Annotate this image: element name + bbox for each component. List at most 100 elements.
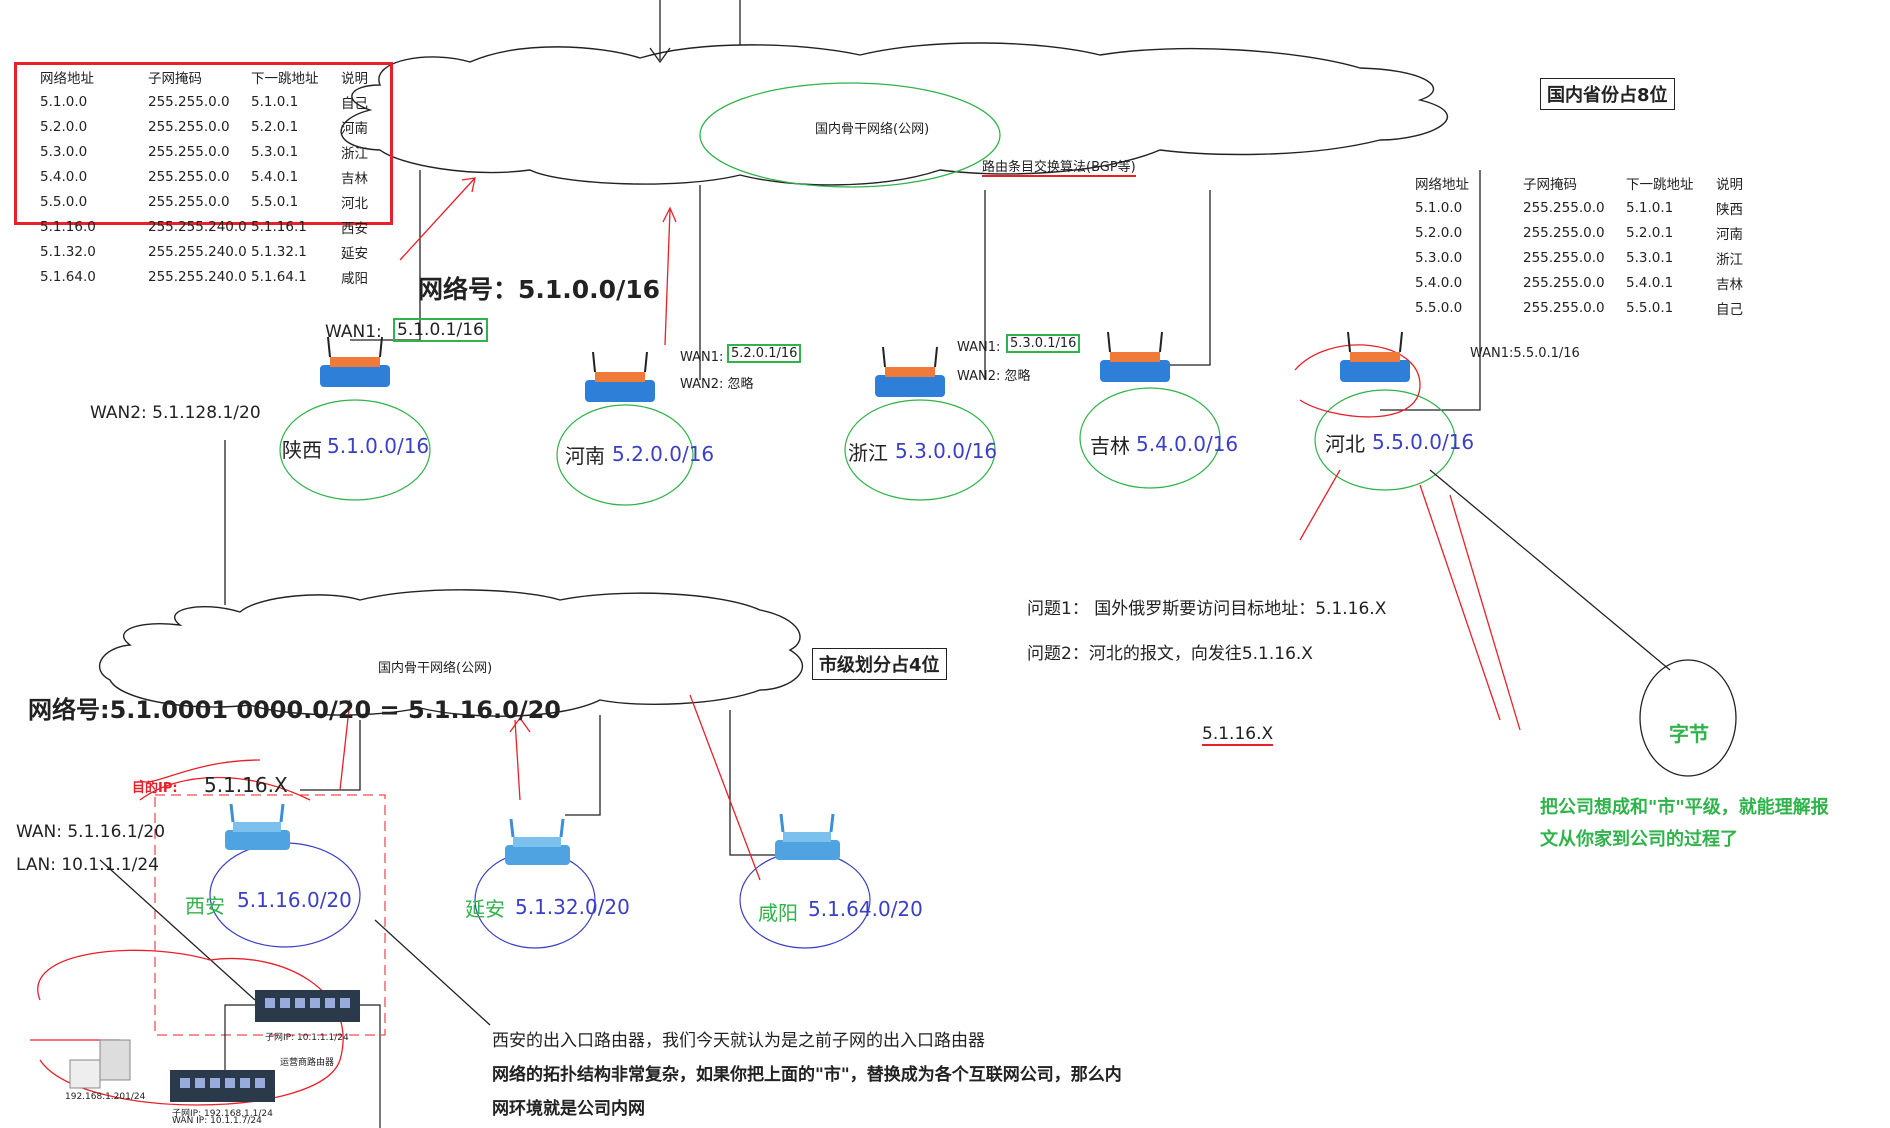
bottom-cloud [98,589,804,717]
table-cell: 5.1.32.1 [251,243,307,260]
table-cell: 5.3.0.0 [40,143,88,160]
question-address: 5.1.16.X [1202,724,1274,746]
jilin-net: 5.4.0.0/16 [1136,432,1239,456]
zhejiang-net: 5.3.0.0/16 [895,439,998,463]
table-cell: 吉林 [1716,276,1743,293]
table-cell: 255.255.0.0 [1523,299,1605,316]
byte-circle [1639,659,1737,777]
bgp-label: 路由条目交换算法(BGP等) [982,156,1136,177]
hebei-name: 河北 [1325,432,1365,456]
top-arrow [649,0,671,64]
table-cell: 5.1.0.0 [1415,199,1463,216]
col-header: 说明 [1716,176,1743,193]
table-cell: 5.5.0.0 [40,193,88,210]
table-cell: 255.255.0.0 [148,143,230,160]
pc-label: 192.168.1.201/24 [65,1092,146,1102]
uplinks [224,170,1481,605]
table-cell: 5.4.0.1 [251,168,299,185]
table-cell: 5.1.16.1 [251,218,307,235]
table-cell: 自己 [1716,301,1743,318]
table-cell: 河南 [1716,226,1743,243]
top-cloud [340,42,1449,186]
hebei-wan1: WAN1:5.5.0.1/16 [1470,346,1580,361]
switch2-wan-label: WAN IP: 10.1.1.7/24 [172,1116,262,1126]
table-cell: 255.255.0.0 [148,93,230,110]
table-cell: 5.3.0.1 [251,143,299,160]
table-cell: 咸阳 [341,270,368,287]
col-header: 子网掩码 [1523,176,1577,193]
dest-ip-label: 目的IP: [132,781,178,796]
henan-wan1: 5.2.0.1/16 [727,344,802,363]
network-number-title: 网络号：5.1.0.0/16 [418,275,660,304]
table-cell: 5.3.0.1 [1626,249,1674,266]
henan-wan1-prefix: WAN1: [680,350,724,365]
table-cell: 5.4.0.1 [1626,274,1674,291]
xian-name: 西安 [185,894,225,918]
table-cell: 5.4.0.0 [40,168,88,185]
table-header: 网络地址 子网掩码 下一跳地址 说明 [40,64,380,89]
hebei-net: 5.5.0.0/16 [1372,430,1475,454]
col-header: 网络地址 [1415,176,1469,193]
table-cell: 5.1.64.0 [40,268,96,285]
province-bits-tag: 国内省份占8位 [1540,78,1675,110]
table-cell: 5.1.16.0 [40,218,96,235]
green-note: 把公司想成和"市"平级，就能理解报 文从你家到公司的过程了 [1540,792,1829,856]
table-cell: 自己 [341,95,368,112]
xian-lan: LAN: 10.1.1.1/24 [16,855,159,875]
table-cell: 255.255.0.0 [1523,274,1605,291]
subnet-number-title: 网络号:5.1.0001 0000.0/20 = 5.1.16.0/20 [28,696,561,724]
switch-icons [69,990,381,1128]
xian-wan: WAN: 5.1.16.1/20 [16,822,166,842]
xian-dashed-box [154,794,386,1036]
table-cell: 5.5.0.1 [1626,299,1674,316]
table-cell: 255.255.0.0 [148,168,230,185]
note-line-1: 西安的出入口路由器，我们今天就认为是之前子网的出入口路由器 [492,1031,985,1051]
xian-net: 5.1.16.0/20 [237,888,352,912]
left-routing-table-box [14,62,393,225]
zhejiang-wan1-prefix: WAN1: [957,340,1001,355]
table-cell: 255.255.0.0 [1523,199,1605,216]
table-cell: 255.255.0.0 [1523,224,1605,241]
table-cell: 255.255.0.0 [148,118,230,135]
zhejiang-wan1: 5.3.0.1/16 [1006,334,1081,353]
table-cell: 255.255.240.0 [148,268,247,285]
table-cell: 5.5.0.1 [251,193,299,210]
switch1-label: 子网IP: 10.1.1.1/24 [265,1033,349,1043]
shaanxi-wan1-prefix: WAN1: [325,322,382,342]
jilin-name: 吉林 [1090,434,1130,458]
col-header: 网络地址 [40,70,94,87]
table-cell: 西安 [341,220,368,237]
shaanxi-wan1: 5.1.0.1/16 [393,318,488,342]
table-cell: 陕西 [1716,201,1743,218]
table-header: 网络地址 子网掩码 下一跳地址 说明 [1415,170,1745,195]
col-header: 说明 [341,70,368,87]
yanan-net: 5.1.32.0/20 [515,895,630,919]
shaanxi-name: 陕西 [282,438,322,462]
note-line-2: 网络的拓扑结构非常复杂，如果你把上面的"市"，替换成为各个互联网公司，那么内 [492,1065,1122,1085]
router-icons [225,331,1410,865]
table-cell: 浙江 [1716,251,1743,268]
yanan-name: 延安 [465,897,505,921]
henan-wan2: WAN2: 忽略 [680,377,754,392]
table-cell: 吉林 [341,170,368,187]
henan-name: 河南 [565,444,605,468]
table-cell: 5.3.0.0 [1415,249,1463,266]
shaanxi-net: 5.1.0.0/16 [327,434,430,458]
table-cell: 5.4.0.0 [1415,274,1463,291]
table-cell: 255.255.240.0 [148,243,247,260]
table-cell: 5.1.64.1 [251,268,307,285]
table-cell: 河北 [341,195,368,212]
table-cell: 5.2.0.0 [40,118,88,135]
table-cell: 5.1.32.0 [40,243,96,260]
